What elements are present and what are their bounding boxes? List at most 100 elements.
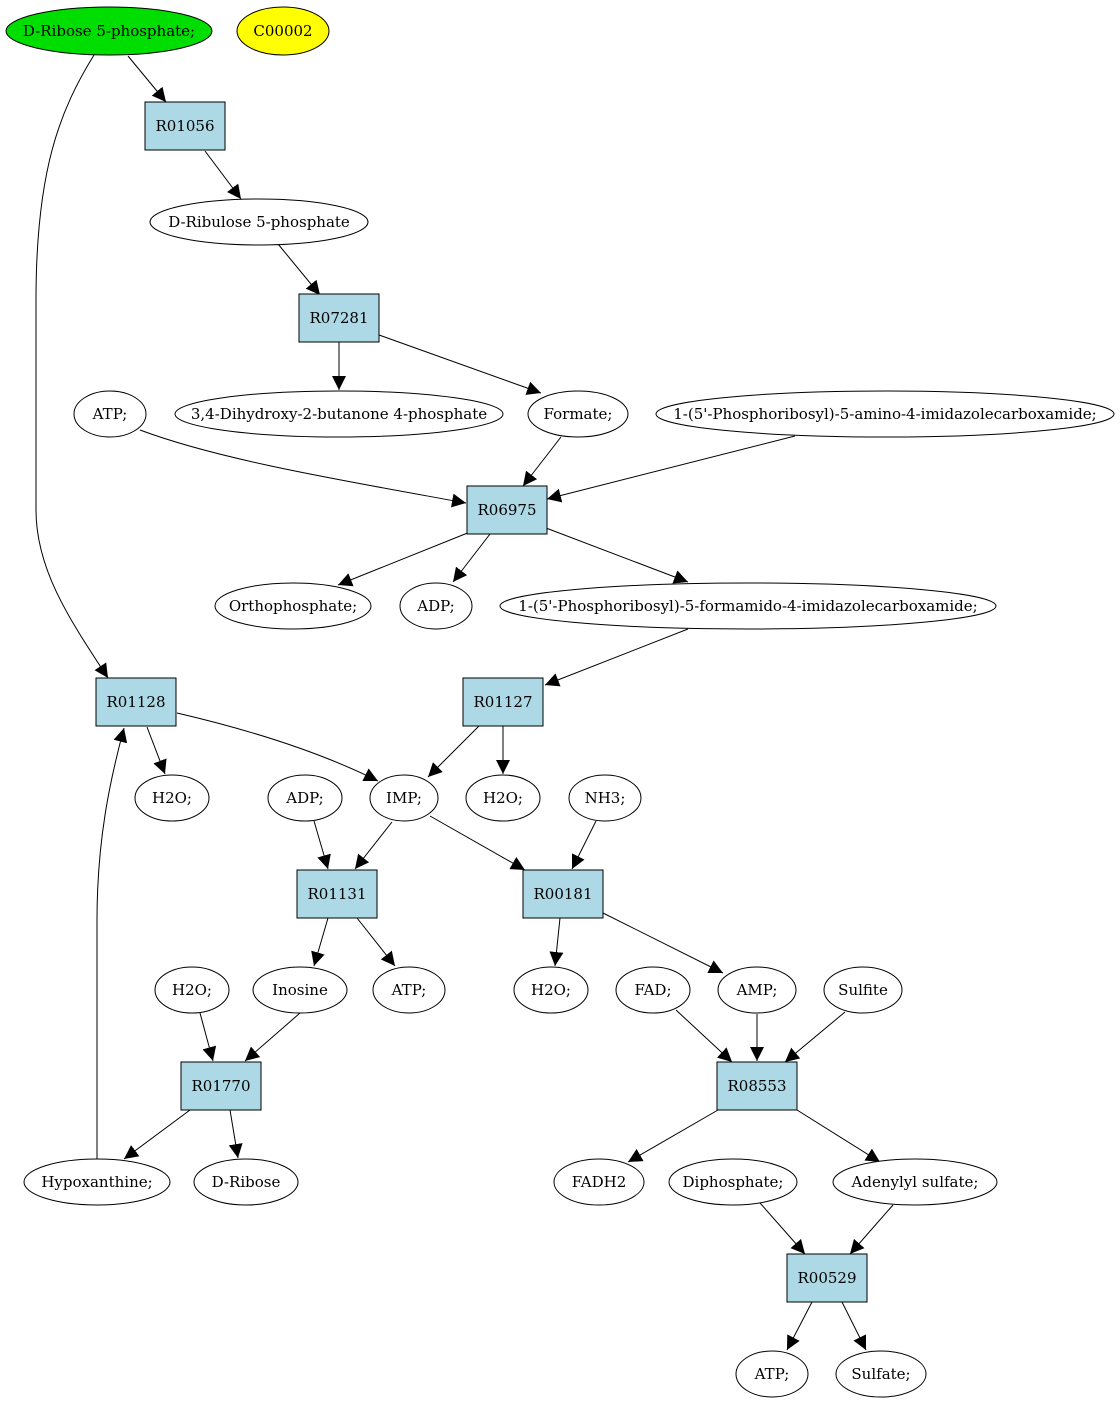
edge-r06975-ortho	[337, 531, 471, 587]
compound-ellipse	[134, 774, 210, 822]
reaction-box	[466, 485, 548, 535]
compound-node-c-dihydroxy[interactable]: 3,4-Dihydroxy-2-butanone 4-phosphate	[174, 390, 504, 438]
compound-node-c-atp3[interactable]: ATP;	[735, 1350, 809, 1398]
node-label: ADP;	[285, 789, 323, 807]
compound-node-c-atp2[interactable]: ATP;	[372, 966, 446, 1014]
compound-node-c-h2o2[interactable]: H2O;	[465, 774, 541, 822]
node-label: D-Ribulose 5-phosphate	[168, 213, 350, 231]
node-label: H2O;	[483, 789, 523, 807]
reaction-node-r01128[interactable]: R01128	[95, 677, 177, 727]
reaction-node-r01056[interactable]: R01056	[144, 101, 226, 151]
compound-node-c-ortho[interactable]: Orthophosphate;	[214, 582, 372, 630]
compound-ellipse	[527, 390, 629, 438]
compound-node-c-hypoxanthine[interactable]: Hypoxanthine;	[23, 1158, 171, 1206]
reaction-node-r06975[interactable]: R06975	[466, 485, 548, 535]
compound-node-c-h2o1[interactable]: H2O;	[134, 774, 210, 822]
node-label: ATP;	[92, 405, 128, 423]
compound-ellipse	[568, 774, 642, 822]
reaction-node-r00181[interactable]: R00181	[522, 869, 604, 919]
compound-ellipse	[553, 1158, 645, 1206]
edge-imp-r00181	[429, 815, 526, 871]
compound-node-c-fadh2[interactable]: FADH2	[553, 1158, 645, 1206]
compound-ellipse	[717, 966, 797, 1014]
reaction-box	[786, 1253, 868, 1303]
compound-node-c-imp[interactable]: IMP;	[369, 774, 439, 822]
compound-node-c-nh3[interactable]: NH3;	[568, 774, 642, 822]
compound-ellipse	[735, 1350, 809, 1398]
compound-node-c-adp1[interactable]: ADP;	[399, 582, 473, 630]
reaction-box	[716, 1061, 798, 1111]
compound-ellipse	[615, 966, 691, 1014]
node-label: D-Ribose 5-phosphate;	[23, 22, 195, 40]
compound-node-c-faicar[interactable]: 1-(5'-Phosphoribosyl)-5-formamido-4-imid…	[499, 582, 997, 630]
edge-adp2-r01131	[313, 820, 331, 870]
compound-ellipse	[154, 966, 230, 1014]
compound-node-c-dribose[interactable]: D-Ribose	[193, 1158, 299, 1206]
edge-r07281-formate	[378, 334, 542, 395]
edge-imp-r01131	[354, 821, 393, 870]
node-label: R01056	[155, 117, 214, 135]
compound-ellipse	[369, 774, 439, 822]
compound-ellipse	[267, 774, 343, 822]
node-label: Adenylyl sulfate;	[851, 1173, 979, 1191]
edge-r06975-faicar	[545, 527, 689, 584]
compound-node-c-aicar[interactable]: 1-(5'-Phosphoribosyl)-5-amino-4-imidazol…	[655, 390, 1115, 438]
edge-r00529-atp3	[786, 1301, 813, 1351]
edge-hypoxanthine-r01128	[96, 727, 128, 1159]
compound-ellipse	[174, 390, 504, 438]
node-label: 1-(5'-Phosphoribosyl)-5-amino-4-imidazol…	[673, 405, 1097, 423]
node-label: Sulfate;	[851, 1365, 910, 1383]
reaction-node-r08553[interactable]: R08553	[716, 1061, 798, 1111]
reaction-node-r07281[interactable]: R07281	[298, 293, 380, 343]
reaction-node-r01770[interactable]: R01770	[180, 1061, 262, 1111]
reaction-node-r01131[interactable]: R01131	[296, 869, 378, 919]
compound-node-c-formate[interactable]: Formate;	[527, 390, 629, 438]
node-label: R01131	[307, 885, 366, 903]
edge-adenylyl-r00529	[849, 1204, 894, 1255]
node-label: Sulfite	[838, 981, 888, 999]
compound-node-c-ribulose5p[interactable]: D-Ribulose 5-phosphate	[149, 198, 369, 246]
compound-node-c-h2o4[interactable]: H2O;	[154, 966, 230, 1014]
compound-node-c-fad[interactable]: FAD;	[615, 966, 691, 1014]
compound-ellipse	[399, 582, 473, 630]
edge-r01128-h2o1	[146, 726, 167, 775]
compound-node-c-atp1[interactable]: ATP;	[73, 390, 147, 438]
compound-ellipse	[73, 390, 147, 438]
edge-r08553-adenylyl	[796, 1109, 881, 1163]
compound-node-c-sulfite[interactable]: Sulfite	[823, 966, 903, 1014]
compound-ellipse	[499, 582, 997, 630]
compound-ellipse	[513, 966, 589, 1014]
node-label: Inosine	[272, 981, 328, 999]
edge-r00181-h2o3	[549, 917, 564, 967]
node-label: H2O;	[531, 981, 571, 999]
compound-ellipse	[465, 774, 541, 822]
edge-diphosphate-r00529	[759, 1202, 806, 1255]
compound-node-c-ribose5p[interactable]: D-Ribose 5-phosphate;	[5, 6, 213, 56]
compound-node-c-c00002[interactable]: C00002	[236, 6, 330, 56]
compound-node-c-adenylyl[interactable]: Adenylyl sulfate;	[832, 1158, 998, 1206]
node-label: IMP;	[386, 789, 422, 807]
edge-h2o4-r01770	[199, 1012, 217, 1062]
node-label: R01128	[106, 693, 165, 711]
reaction-box	[522, 869, 604, 919]
node-label: Diphosphate;	[683, 1173, 784, 1191]
edge-ribose5p-r01128	[35, 54, 109, 679]
compound-node-c-inosine[interactable]: Inosine	[252, 966, 348, 1014]
node-label: Hypoxanthine;	[41, 1173, 152, 1191]
node-label: R08553	[727, 1077, 786, 1095]
edge-r00529-sulfate	[841, 1301, 867, 1351]
edge-fad-r08553	[675, 1009, 733, 1063]
reaction-box	[296, 869, 378, 919]
reaction-node-r01127[interactable]: R01127	[462, 677, 544, 727]
nodes: D-Ribose 5-phosphate; C00002R01056D-Ribul…	[5, 6, 1115, 1398]
compound-node-c-diphosphate[interactable]: Diphosphate;	[668, 1158, 798, 1206]
edge-r01770-hypoxanthine	[123, 1109, 191, 1160]
compound-node-c-adp2[interactable]: ADP;	[267, 774, 343, 822]
reaction-box	[298, 293, 380, 343]
node-label: C00002	[253, 22, 312, 40]
reaction-node-r00529[interactable]: R00529	[786, 1253, 868, 1303]
compound-node-c-amp[interactable]: AMP;	[717, 966, 797, 1014]
node-label: Formate;	[544, 405, 613, 423]
compound-node-c-h2o3[interactable]: H2O;	[513, 966, 589, 1014]
compound-node-c-sulfate[interactable]: Sulfate;	[835, 1350, 927, 1398]
